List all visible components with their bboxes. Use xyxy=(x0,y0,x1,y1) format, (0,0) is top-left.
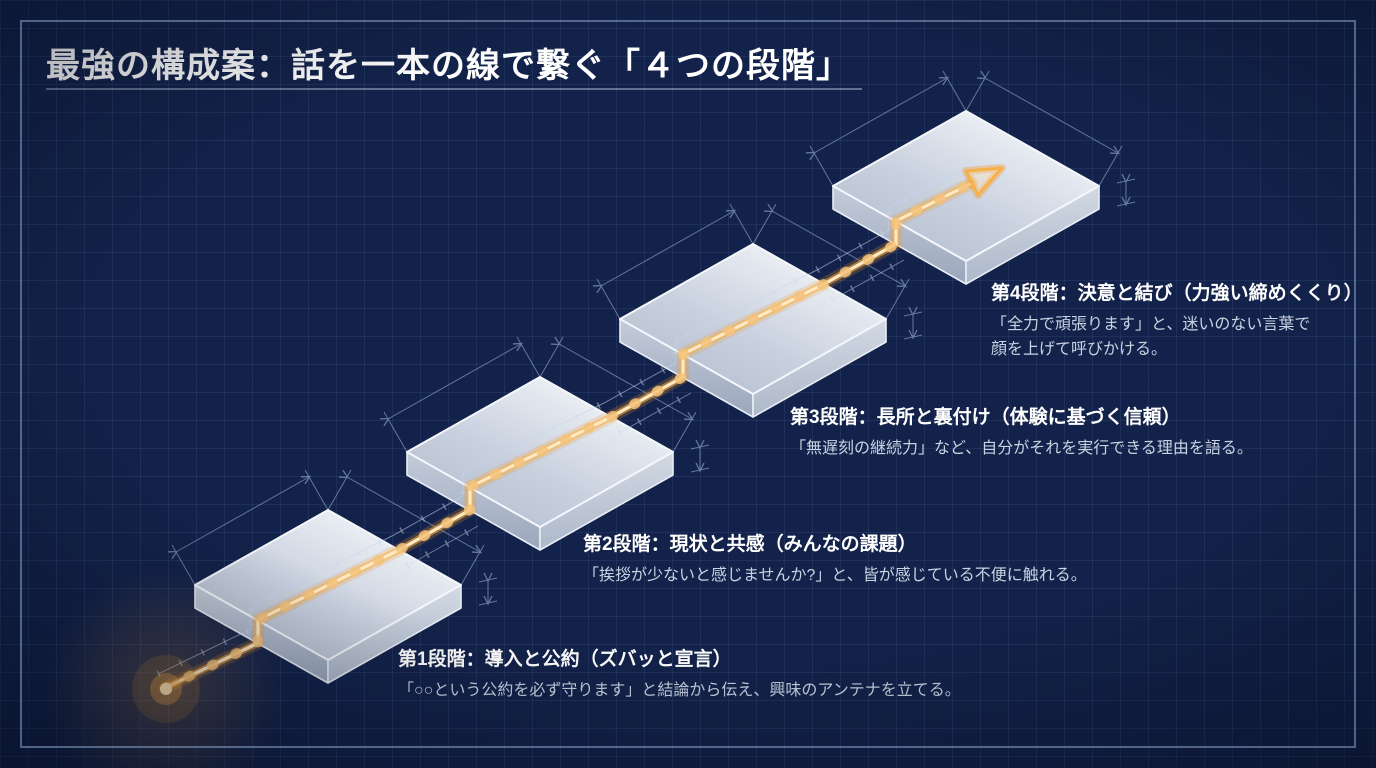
title-underline xyxy=(46,88,862,90)
flow-start-glow xyxy=(132,655,200,723)
stage-3-heading: 第3段階：長所と裏付け（体験に基づく信頼） xyxy=(790,407,1181,428)
dimension-annotations xyxy=(167,70,1136,606)
page-title: 最強の構成案：話を一本の線で繋ぐ「４つの段階」 xyxy=(46,48,851,85)
flow-guide-lines xyxy=(156,165,967,678)
stage-3-body: 「無遅刻の継続力」など、自分がそれを実行できる理由を語る。 xyxy=(790,440,1253,457)
stage-2-heading: 第2段階：現状と共感（みんなの課題） xyxy=(583,534,917,555)
stage-1-label: 第1段階：導入と公約（ズバッと宣言） 「○○という公約を必ず守ります」と結論から… xyxy=(398,644,961,703)
stage-1-body: 「○○という公約を必ず守ります」と結論から伝え、興味のアンテナを立てる。 xyxy=(398,682,961,699)
stage-2-label: 第2段階：現状と共感（みんなの課題） 「挨拶が少ないと感じませんか?」と、皆が感… xyxy=(583,529,1087,588)
stage-2-body: 「挨拶が少ないと感じませんか?」と、皆が感じている不便に触れる。 xyxy=(583,567,1087,584)
stage-4-label: 第4段階：決意と結び（力強い締めくくり） 「全力で頑張ります」と、迷いのない言葉… xyxy=(991,278,1371,362)
stage-4-body: 「全力で頑張ります」と、迷いのない言葉で 顔を上げて呼びかける。 xyxy=(991,316,1311,358)
stage-4-heading: 第4段階：決意と結び（力強い締めくくり） xyxy=(991,283,1363,304)
stage-3-label: 第3段階：長所と裏付け（体験に基づく信頼） 「無遅刻の継続力」など、自分がそれを… xyxy=(790,402,1253,461)
flow-line xyxy=(132,164,1006,723)
stage-1-heading: 第1段階：導入と公約（ズバッと宣言） xyxy=(398,649,732,670)
flow-arrowhead-icon xyxy=(962,164,1006,199)
